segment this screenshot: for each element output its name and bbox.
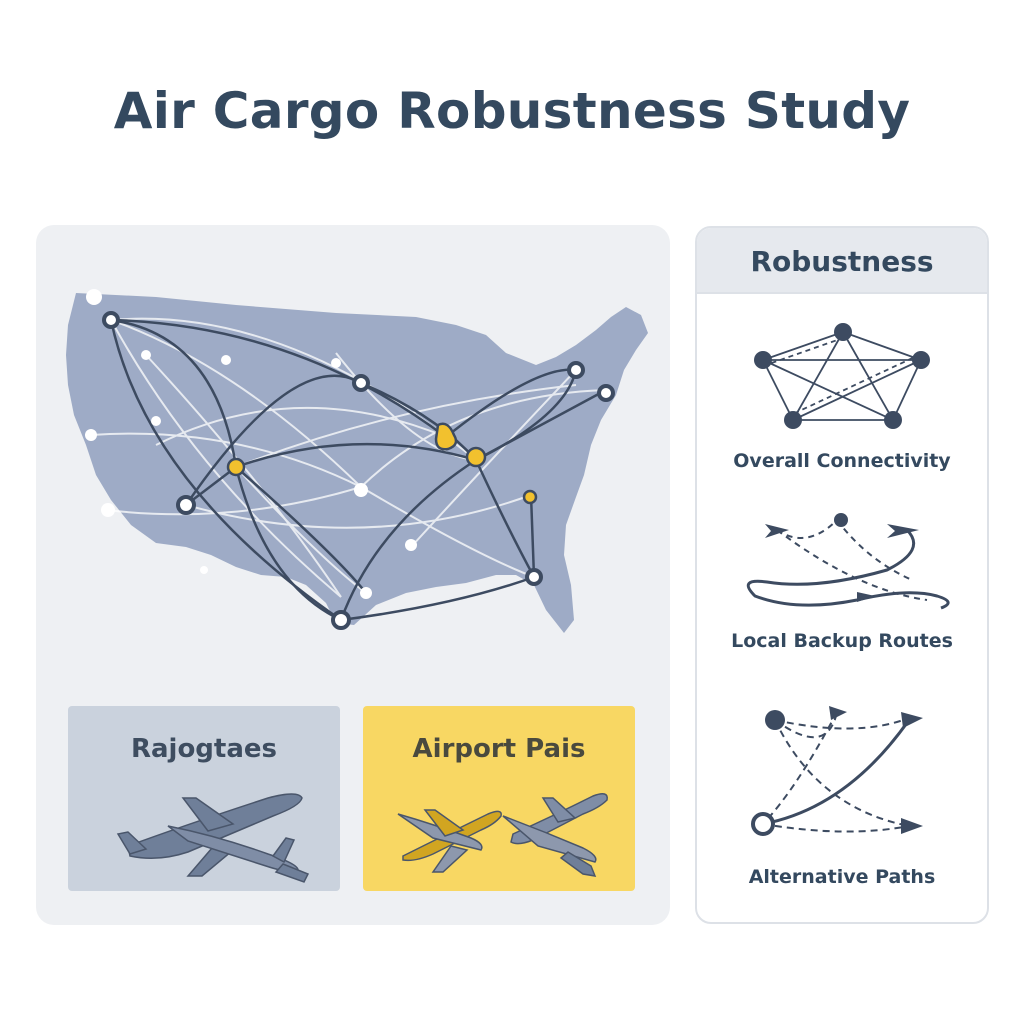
map-node [141,350,151,360]
robustness-item-label: Local Backup Routes [731,630,953,652]
map-hub [567,361,585,379]
robustness-item-connectivity: Overall Connectivity [697,308,987,478]
map-node [86,289,102,305]
map-node [85,429,97,441]
map-node [331,358,341,368]
card-label: Airport Pais [412,734,586,764]
map-hub [176,495,196,515]
highlight-hub [522,489,538,505]
card-airport-pairs: Airport Pais [363,706,635,891]
robustness-item-backup: Local Backup Routes [697,500,987,660]
map-node [200,566,208,574]
robustness-header: Robustness [697,228,987,294]
highlight-hub [434,422,458,451]
map-hub [331,610,351,630]
us-map-silhouette [66,293,648,633]
highlight-hub [226,457,246,477]
map-node [221,355,231,365]
robustness-item-alternative: Alternative Paths [697,698,987,898]
us-route-map [66,289,648,633]
airplane-icon [116,793,310,883]
map-hub [597,384,615,402]
robustness-item-label: Alternative Paths [748,866,936,888]
map-node [405,539,417,551]
card-rajogtaes: Rajogtaes [68,706,340,891]
robustness-item-label: Overall Connectivity [733,450,951,472]
map-node [101,503,115,517]
highlight-hub [465,446,487,468]
network-graph-icon [754,323,930,429]
robustness-panel: Robustness [695,226,989,924]
page-title: Air Cargo Robustness Study [113,82,911,140]
route-map-panel: Rajogtaes Airport Pais [36,225,670,925]
map-node [360,587,372,599]
map-node [151,416,161,426]
map-node [354,483,368,497]
map-hub [102,311,120,329]
map-hub [352,374,370,392]
alternative-path-icon [751,706,923,836]
airplane-pair-icon [397,793,608,877]
backup-route-icon [746,513,950,610]
card-label: Rajogtaes [130,734,278,764]
map-hub [525,568,543,586]
